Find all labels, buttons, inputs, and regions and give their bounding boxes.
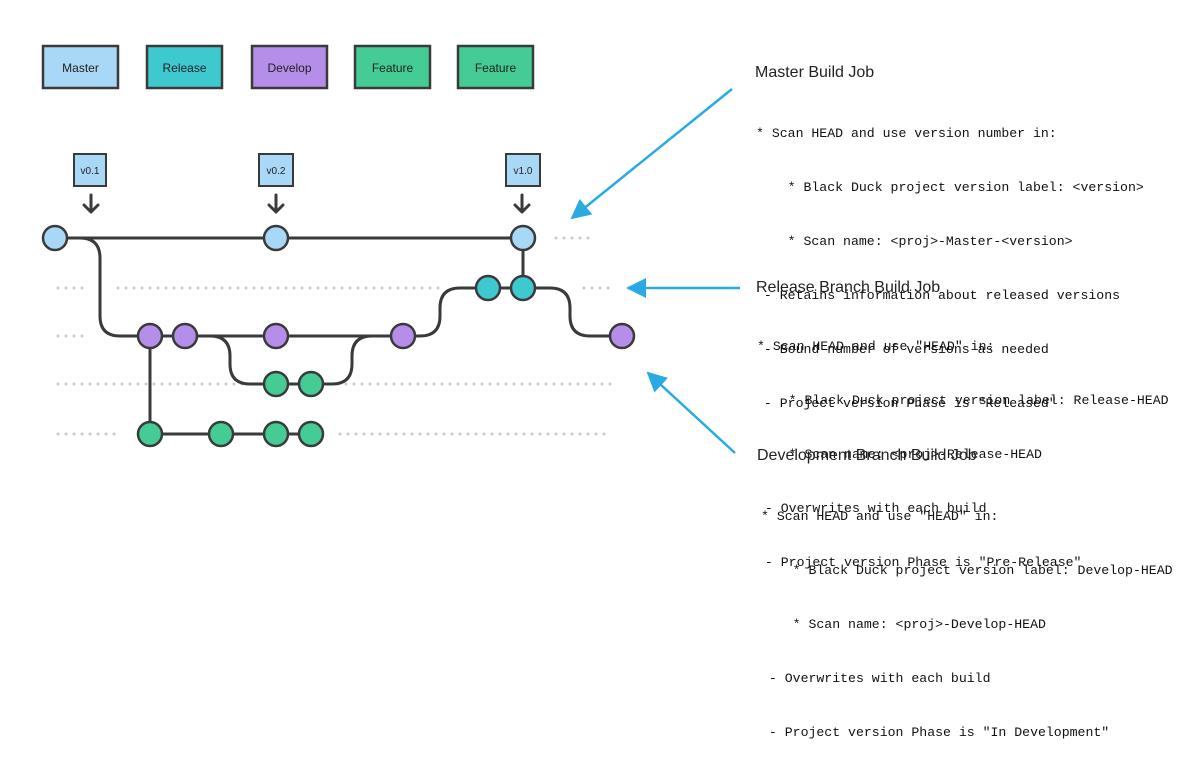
lane-dots [56,236,614,436]
job-detail-line: * Black Duck project version label: <ver… [756,180,1144,195]
job-detail-line: * Scan name: <proj>-Master-<version> [756,234,1073,249]
tag-label: v0.2 [267,166,286,177]
develop-commit [608,322,636,350]
develop-commit [262,322,290,350]
job-detail-line: - Project version Phase is "In Developme… [761,725,1110,740]
feature-commit [262,420,290,448]
job-detail-line: - Retains information about released ver… [756,288,1121,303]
version-tag: v0.1 [73,153,107,187]
job-detail-line: - Overwrites with each build [757,501,987,516]
legend-release: Release [145,44,224,90]
develop-commit [136,322,164,350]
develop-job-title: Development Branch Build Job [757,447,977,464]
master-job-title: Master Build Job [755,64,875,81]
feature-commit [297,370,325,398]
job-detail-line: * Scan HEAD and use "HEAD" in: [761,509,999,524]
tag-arrows [82,193,531,214]
job-detail-line: * Scan HEAD and use version number in: [756,126,1057,141]
legend-feature: Feature [353,44,432,90]
develop-branch-off [53,236,152,338]
release-branch [401,286,624,338]
develop-commit [171,322,199,350]
job-detail-line: * Scan HEAD and use "HEAD" in: [757,339,995,354]
callout-arrows [570,88,740,454]
job-detail-line: * Black Duck project version label: Rele… [757,393,1169,408]
release-job-title: Release Branch Build Job [756,279,941,296]
legend-label-feature: Feature [372,61,414,75]
legend-label-release: Release [162,61,206,75]
develop-commit [389,322,417,350]
legend-label-master: Master [62,61,99,75]
version-tag: v1.0 [505,153,541,187]
feature-commit [136,420,164,448]
legend-feature: Feature [456,44,535,90]
job-detail-line: - Bound number of versions as needed [756,342,1049,357]
master-job-arrow [570,88,733,220]
job-detail-line: - Project version Phase is "Pre-Release" [757,555,1082,570]
legend-master: Master [41,44,120,90]
down-arrow-icon [513,193,531,214]
master-commit [262,224,290,252]
down-arrow-icon [82,193,100,214]
master-job-details: * Scan HEAD and use version number in: *… [756,89,1144,431]
feature-commit [207,420,235,448]
job-detail-line: * Scan name: <proj>-Release-HEAD [757,447,1042,462]
feature-1-branch [183,334,405,386]
version-tags: v0.1 v0.2 v1.0 [73,153,541,187]
down-arrow-icon [267,193,285,214]
tag-label: v1.0 [514,166,533,177]
legend: Master Release Develop Feature Feature [41,44,535,90]
master-commit [41,224,69,252]
feature-commit [297,420,325,448]
job-detail-line: * Black Duck project version label: Deve… [761,563,1173,578]
develop-job-arrow [646,371,736,454]
job-detail-line: * Scan name: <proj>-Develop-HEAD [761,617,1046,632]
job-detail-line: - Project version Phase is "Released" [756,396,1057,411]
release-commit [509,274,537,302]
legend-label-feature-2: Feature [475,61,517,75]
feature-commit [262,370,290,398]
release-commit [474,274,502,302]
commits [41,224,636,448]
legend-label-develop: Develop [267,61,311,75]
develop-job-details: * Scan HEAD and use "HEAD" in: * Black D… [761,472,1173,760]
master-commit [509,224,537,252]
job-detail-line: - Overwrites with each build [761,671,991,686]
tag-label: v0.1 [81,166,100,177]
legend-develop: Develop [250,44,329,90]
git-flow-diagram: Master Release Develop Feature Feature v… [41,44,740,454]
version-tag: v0.2 [258,153,294,187]
release-job-details: * Scan HEAD and use "HEAD" in: * Black D… [757,302,1169,590]
